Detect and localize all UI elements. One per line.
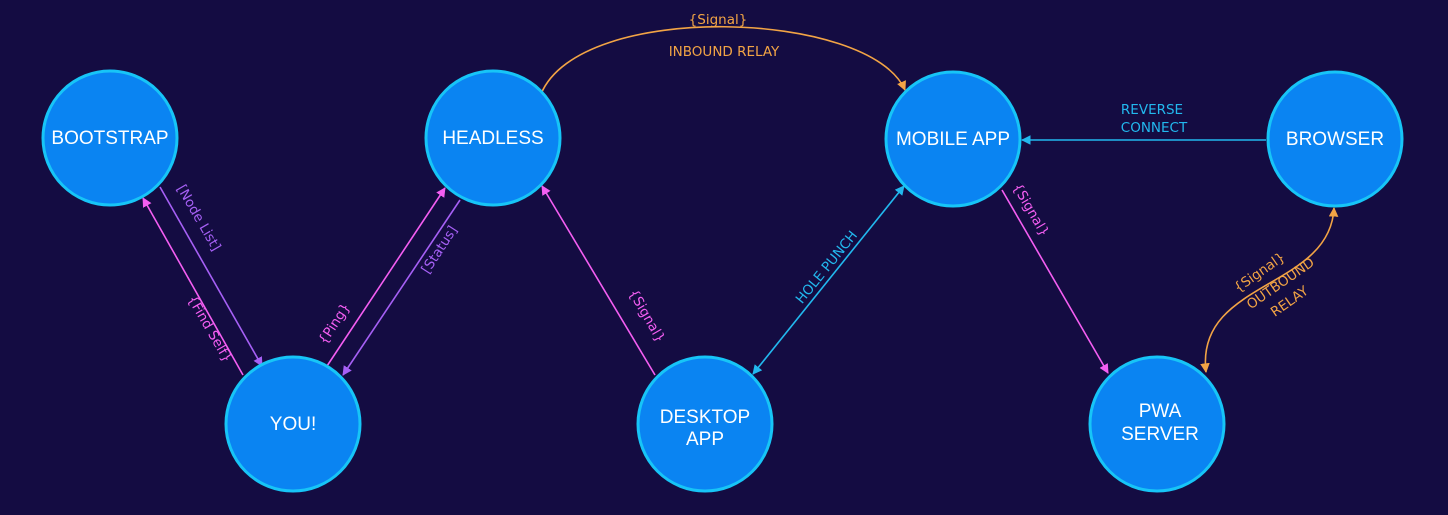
edge-label-inbound-relay-signal: {Signal} xyxy=(689,12,748,28)
node-label-mobile-app: MOBILE APP xyxy=(896,129,1010,150)
edge-signal-mobile-pwa xyxy=(1001,189,1109,374)
node-label-browser: BROWSER xyxy=(1286,129,1384,150)
edge-label-ping: {Ping} xyxy=(315,300,353,347)
edge-label-hole-punch: HOLE PUNCH xyxy=(793,228,861,307)
edge-status xyxy=(342,199,461,376)
edge-label-reverse-connect-line2: CONNECT xyxy=(1121,120,1188,136)
node-headless[interactable]: HEADLESS xyxy=(424,69,562,207)
node-label-desktop-app-line1: DESKTOP xyxy=(660,407,750,428)
node-label-pwa-server-line1: PWA xyxy=(1139,401,1182,422)
node-browser[interactable]: BROWSER xyxy=(1266,70,1404,208)
node-bootstrap[interactable]: BOOTSTRAP xyxy=(41,69,179,207)
node-label-you: YOU! xyxy=(270,414,316,435)
edge-ping xyxy=(326,187,446,367)
node-label-headless: HEADLESS xyxy=(442,128,543,149)
edge-node-list xyxy=(159,186,263,367)
node-pwa-server[interactable]: PWA SERVER xyxy=(1088,355,1226,493)
node-label-pwa-server-line2: SERVER xyxy=(1121,424,1199,445)
edge-label-signal-mobile-pwa: {Signal} xyxy=(1009,181,1052,240)
edge-label-reverse-connect-line1: REVERSE xyxy=(1121,102,1183,118)
edge-label-node-list: [Node List] xyxy=(173,182,224,254)
edge-find-self xyxy=(142,197,244,376)
edge-label-inbound-relay: INBOUND RELAY xyxy=(669,44,780,60)
node-desktop-app[interactable]: DESKTOP APP xyxy=(636,355,774,493)
edge-hole-punch xyxy=(752,185,905,375)
edge-signal-desktop-headless xyxy=(541,185,656,376)
node-you[interactable]: YOU! xyxy=(224,355,362,493)
node-mobile-app[interactable]: MOBILE APP xyxy=(884,70,1022,208)
node-label-desktop-app-line2: APP xyxy=(686,429,724,450)
node-label-bootstrap: BOOTSTRAP xyxy=(51,128,168,149)
edge-outbound-relay xyxy=(1200,207,1339,373)
edge-inbound-relay xyxy=(540,25,906,95)
